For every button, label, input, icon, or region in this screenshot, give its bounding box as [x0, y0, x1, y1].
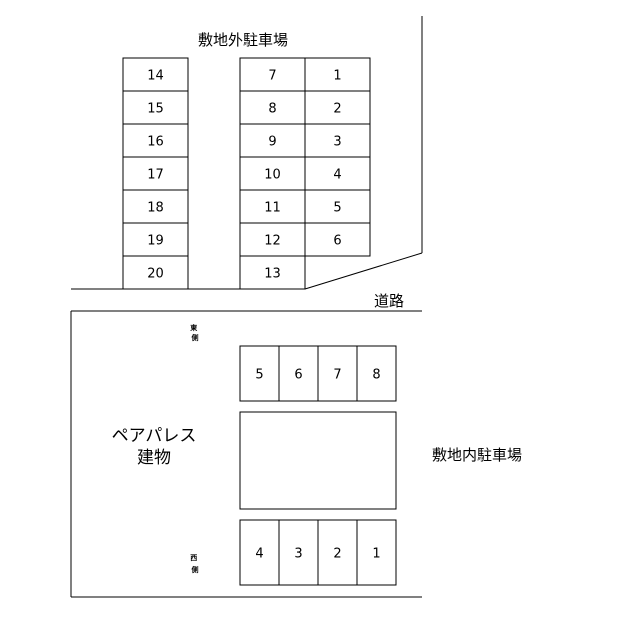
offsite-right-column: 1 2 3 4 5 6: [304, 57, 371, 257]
onsite-parking-title: 敷地内駐車場: [432, 446, 522, 464]
parking-slot-number: 4: [333, 168, 341, 183]
building-name-label: ペアパレス: [112, 426, 197, 446]
parking-slot-number: 15: [147, 102, 164, 117]
parking-slot-box: [122, 255, 189, 290]
parking-slot-number: 1: [372, 547, 380, 562]
onsite-bottom-row: 4 3 2 1: [239, 519, 397, 586]
offsite-slot-13: 13: [239, 255, 306, 290]
onsite-slot-7: 7: [317, 345, 358, 402]
offsite-left-column: 14 15 16 17 18 19 20: [122, 57, 189, 290]
parking-slot-number: 18: [147, 201, 164, 216]
offsite-slot-4: 4: [304, 156, 371, 191]
offsite-slot-11: 11: [239, 189, 306, 224]
parking-slot-box: [304, 222, 371, 257]
parking-slot-number: 2: [333, 102, 341, 117]
offsite-slot-3: 3: [304, 123, 371, 158]
onsite-top-row: 5 6 7 8: [239, 345, 397, 402]
offsite-slot-2: 2: [304, 90, 371, 125]
offsite-slot-20: 20: [122, 255, 189, 290]
onsite-slot-3: 3: [278, 519, 319, 586]
parking-slot-number: 4: [255, 547, 263, 562]
east-side-label: 東 側: [190, 323, 199, 342]
offsite-diagonal-boundary: [304, 252, 423, 290]
parking-slot-number: 10: [264, 168, 281, 183]
offsite-slot-14: 14: [122, 57, 189, 92]
offsite-parking-title: 敷地外駐車場: [198, 31, 288, 49]
parking-slot-number: 2: [333, 547, 341, 562]
offsite-slot-1: 1: [304, 57, 371, 92]
parking-slot-box: [356, 345, 397, 402]
offsite-slot-5: 5: [304, 189, 371, 224]
central-area: [239, 411, 397, 510]
parking-slot-number: 1: [333, 69, 341, 84]
parking-slot-number: 8: [268, 102, 276, 117]
onsite-slot-8: 8: [356, 345, 397, 402]
offsite-slot-8: 8: [239, 90, 306, 125]
parking-slot-number: 13: [264, 267, 281, 282]
parking-slot-box: [239, 255, 306, 290]
offsite-slot-15: 15: [122, 90, 189, 125]
onsite-slot-2: 2: [317, 519, 358, 586]
building-type-label: 建物: [137, 448, 171, 468]
parking-slot-number: 7: [333, 368, 341, 383]
parking-slot-number: 6: [333, 234, 341, 249]
west-side-label: 西 側: [190, 554, 199, 574]
parking-slot-number: 14: [147, 69, 164, 84]
offsite-slot-6: 6: [304, 222, 371, 257]
road-label: 道路: [374, 292, 404, 310]
parking-slot-number: 3: [333, 135, 341, 150]
parking-slot-number: 3: [294, 547, 302, 562]
parking-slot-number: 11: [264, 201, 281, 216]
onsite-slot-4: 4: [239, 519, 280, 586]
parking-slot-number: 5: [255, 368, 263, 383]
parking-slot-number: 16: [147, 135, 164, 150]
offsite-slot-7: 7: [239, 57, 306, 92]
offsite-slot-12: 12: [239, 222, 306, 257]
offsite-slot-16: 16: [122, 123, 189, 158]
parking-slot-number: 7: [268, 69, 276, 84]
onsite-slot-6: 6: [278, 345, 319, 402]
onsite-slot-5: 5: [239, 345, 280, 402]
offsite-slot-17: 17: [122, 156, 189, 191]
offsite-slot-19: 19: [122, 222, 189, 257]
parking-slot-number: 5: [333, 201, 341, 216]
onsite-slot-1: 1: [356, 519, 397, 586]
offsite-slot-9: 9: [239, 123, 306, 158]
parking-slot-number: 12: [264, 234, 281, 249]
offsite-slot-10: 10: [239, 156, 306, 191]
parking-slot-box: [356, 519, 397, 586]
parking-slot-number: 8: [372, 368, 380, 383]
parking-slot-number: 9: [268, 135, 276, 150]
offsite-middle-column: 7 8 9 10 11 12 13: [239, 57, 306, 290]
parking-slot-number: 17: [147, 168, 164, 183]
parking-slot-number: 6: [294, 368, 302, 383]
parking-slot-number: 20: [147, 267, 164, 282]
parking-slot-number: 19: [147, 234, 164, 249]
offsite-slot-18: 18: [122, 189, 189, 224]
